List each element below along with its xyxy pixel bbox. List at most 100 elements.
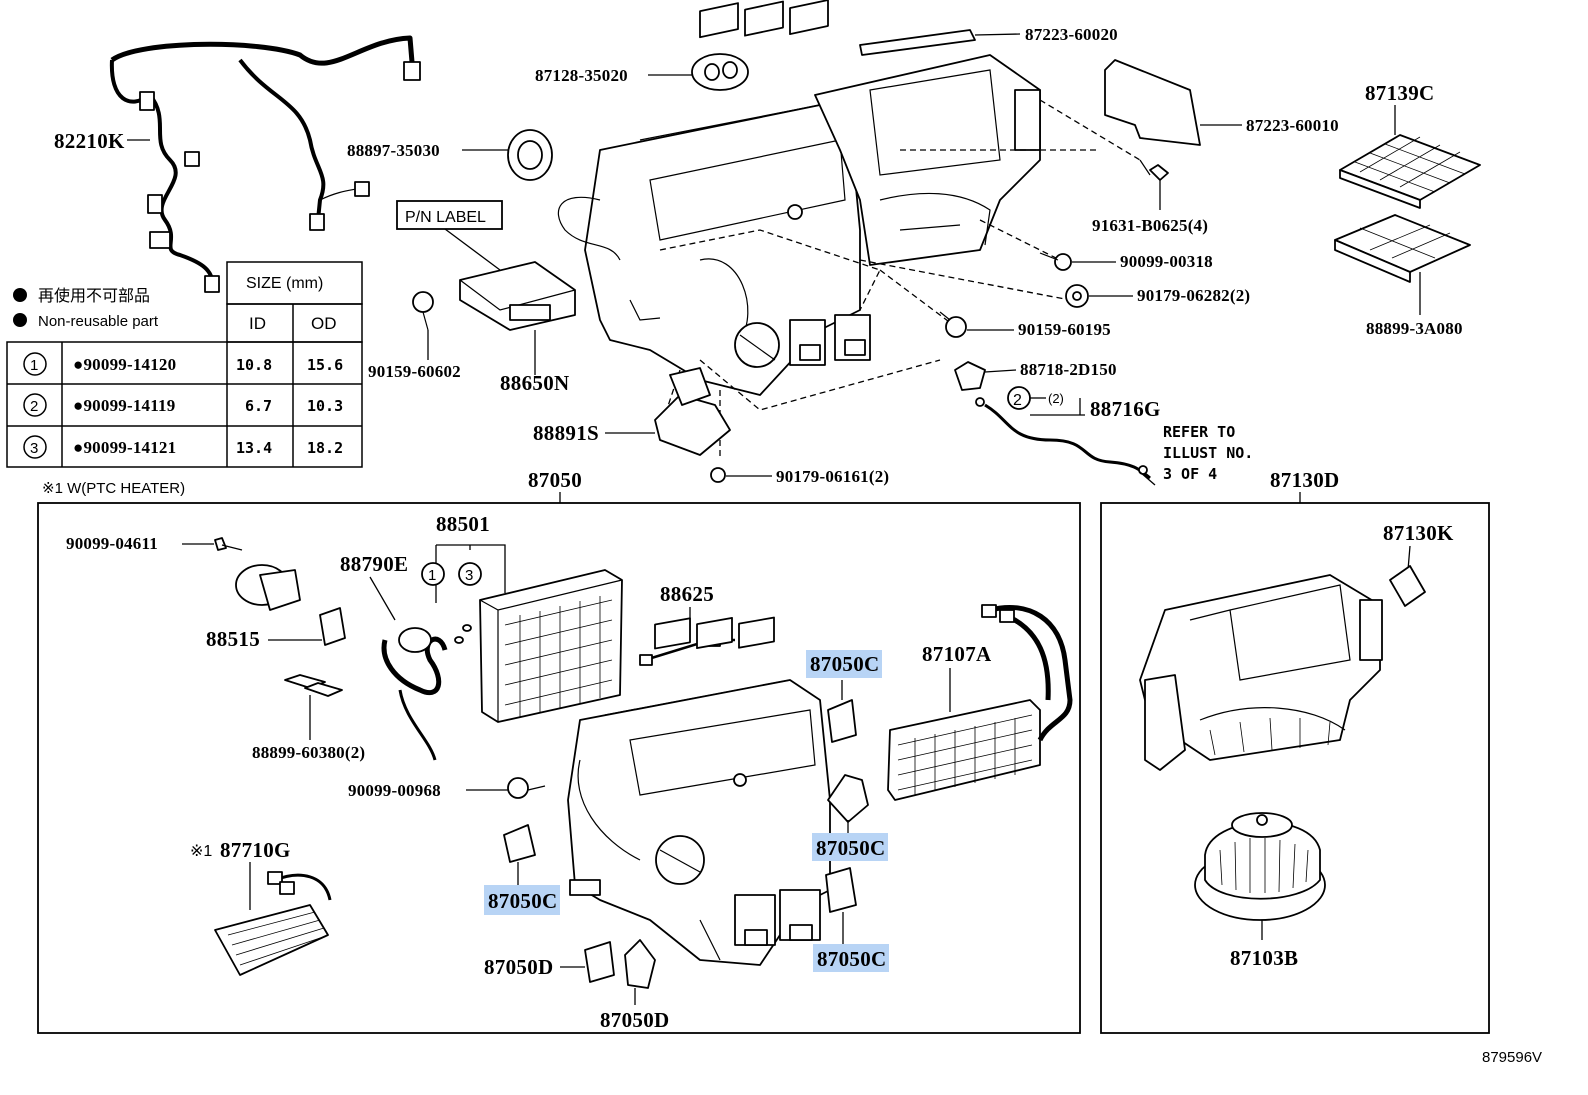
svg-text:87130K: 87130K [1383,521,1454,545]
valve-88515[interactable]: 88515 [206,607,346,651]
svg-text:2: 2 [1013,392,1022,409]
valve-88718-2d150[interactable]: 88718-2D150 [954,360,1117,391]
svg-text:※1: ※1 [190,843,212,860]
refer-note[interactable]: REFER TO ILLUST NO. 3 OF 4 [1163,423,1253,483]
svg-text:87710G: 87710G [220,838,291,862]
screw-91631[interactable]: 91631-B0625(4) [1092,159,1208,235]
gasket-87223-60020[interactable]: 87223-60020 [859,25,1118,56]
svg-text:90099-04611: 90099-04611 [66,534,158,553]
blower-case-87130k[interactable]: 87130K [1139,521,1454,771]
hose-88716g[interactable]: 2 (2) 88716G [975,386,1161,486]
table-size-header: SIZE (mm) [246,275,323,292]
svg-text:87050D: 87050D [600,1008,669,1032]
svg-text:P/N LABEL: P/N LABEL [405,209,486,226]
pipe-88790e[interactable]: 88790E [340,552,448,761]
screw-90099-00968[interactable]: 90099-00968 [348,777,546,800]
ref-circle-1 [421,562,445,586]
svg-text:90179-06161(2): 90179-06161(2) [776,467,889,486]
grommet-87128-35020[interactable]: 87128-35020 [535,53,749,91]
svg-text:10.3: 10.3 [307,397,343,415]
nut-90179-06161[interactable]: 90179-06161(2) [710,467,889,486]
legend-jp: 再使用不可部品 [38,287,150,305]
svg-text:ILLUST NO.: ILLUST NO. [1163,444,1253,462]
callout-82210k: 82210K [54,129,125,153]
callout-87050: 87050 [528,468,582,492]
screw-90159-60195[interactable]: 90159-60195 [939,311,1111,339]
seal-87050c-1[interactable]: 87050C [806,650,882,743]
seal-87050c-4[interactable]: 87050C [813,867,889,972]
svg-text:13.4: 13.4 [236,439,272,457]
svg-text:88899-60380(2): 88899-60380(2) [252,743,365,762]
bullet-icon [13,288,27,302]
svg-text:87223-60010: 87223-60010 [1246,116,1339,135]
callout-87050c-4: 87050C [817,947,886,971]
svg-text:2: 2 [30,398,38,415]
svg-text:90179-06282(2): 90179-06282(2) [1137,286,1250,305]
amplifier-88650n[interactable]: 88650N [459,261,576,395]
heater-core-87107a[interactable]: 87107A [887,604,1073,801]
evaporator-88501[interactable]: 88501 1 3 [421,512,623,723]
svg-text:88897-35030: 88897-35030 [347,141,440,160]
ptc-heater-note: ※1 W(PTC HEATER) [42,480,185,497]
ref-circle-2 [23,393,47,417]
svg-text:88625: 88625 [660,582,714,606]
table-col-id: ID [249,314,266,333]
gasket-size-table: SIZE (mm) ID OD 1 ●90099-14120 10.8 15.6… [6,261,363,468]
filter-87139c[interactable]: 87139C [1339,81,1481,209]
svg-text:90159-60195: 90159-60195 [1018,320,1111,339]
svg-text:87128-35020: 87128-35020 [535,66,628,85]
svg-text:15.6: 15.6 [307,356,343,374]
svg-text:88899-3A080: 88899-3A080 [1366,319,1463,338]
table-part-2: ●90099-14119 [73,396,175,415]
servo-part[interactable] [235,564,301,611]
nut-90179-06282[interactable]: 90179-06282(2) [1065,284,1250,308]
ref-circle-3 [458,562,482,586]
svg-text:10.8: 10.8 [236,356,272,374]
filter-cover-87223-60010[interactable]: 87223-60010 [1104,59,1339,146]
svg-text:87107A: 87107A [922,642,992,666]
callout-87050c-3: 87050C [488,889,557,913]
svg-text:88650N: 88650N [500,371,569,395]
legend-en: Non-reusable part [38,313,159,330]
screw-90099-00318[interactable]: 90099-00318 [1039,252,1213,271]
bolts-88899-60380[interactable]: 88899-60380(2) [252,674,365,762]
box-87050: 87050 [37,468,1081,1034]
seal-87050c-2[interactable]: 87050C [812,774,888,861]
table-part-1: ●90099-14120 [73,355,176,374]
callout-87130d: 87130D [1270,468,1339,492]
svg-text:88515: 88515 [206,627,260,651]
svg-text:90099-00318: 90099-00318 [1120,252,1213,271]
ptc-heater-87710g[interactable]: ※1 87710G [190,838,332,976]
hvac-unit-assembly-top[interactable] [557,0,1141,460]
svg-text:88716G: 88716G [1090,397,1161,421]
callout-87050c-1: 87050C [810,652,879,676]
svg-text:1: 1 [30,357,38,374]
svg-text:90099-00968: 90099-00968 [348,781,441,800]
filter-case-88899-3a080[interactable]: 88899-3A080 [1334,214,1471,338]
svg-text:1: 1 [428,567,436,584]
screw-90099-04611[interactable]: 90099-04611 [66,534,243,553]
svg-text:88718-2D150: 88718-2D150 [1020,360,1117,379]
svg-text:90159-60602: 90159-60602 [368,362,461,381]
blower-motor-87103b[interactable]: 87103B [1194,812,1326,970]
svg-text:3: 3 [465,567,473,584]
seal-87050d[interactable]: 87050D 87050D [484,939,669,1032]
callout-87050c-2: 87050C [816,836,885,860]
svg-text:3 OF 4: 3 OF 4 [1163,465,1217,483]
legend: 再使用不可部品 Non-reusable part [13,287,159,330]
wire-harness-82210k[interactable]: 82210K [54,35,421,293]
svg-text:6.7: 6.7 [245,397,272,415]
damper-servo-88891s[interactable]: 88891S [533,367,731,456]
seal-87050c-3[interactable]: 87050C [484,824,560,915]
illustration-number: 879596V [1482,1049,1542,1066]
svg-text:87223-60020: 87223-60020 [1025,25,1118,44]
hvac-case-87050[interactable] [567,616,831,966]
pn-label-callout: P/N LABEL [396,200,503,271]
screw-90159-60602[interactable]: 90159-60602 [368,291,461,381]
seal-88897-35030[interactable]: 88897-35030 [347,129,553,181]
svg-text:88891S: 88891S [533,421,599,445]
svg-text:91631-B0625(4): 91631-B0625(4) [1092,216,1208,235]
bullet-icon [13,313,27,327]
svg-text:88790E: 88790E [340,552,408,576]
